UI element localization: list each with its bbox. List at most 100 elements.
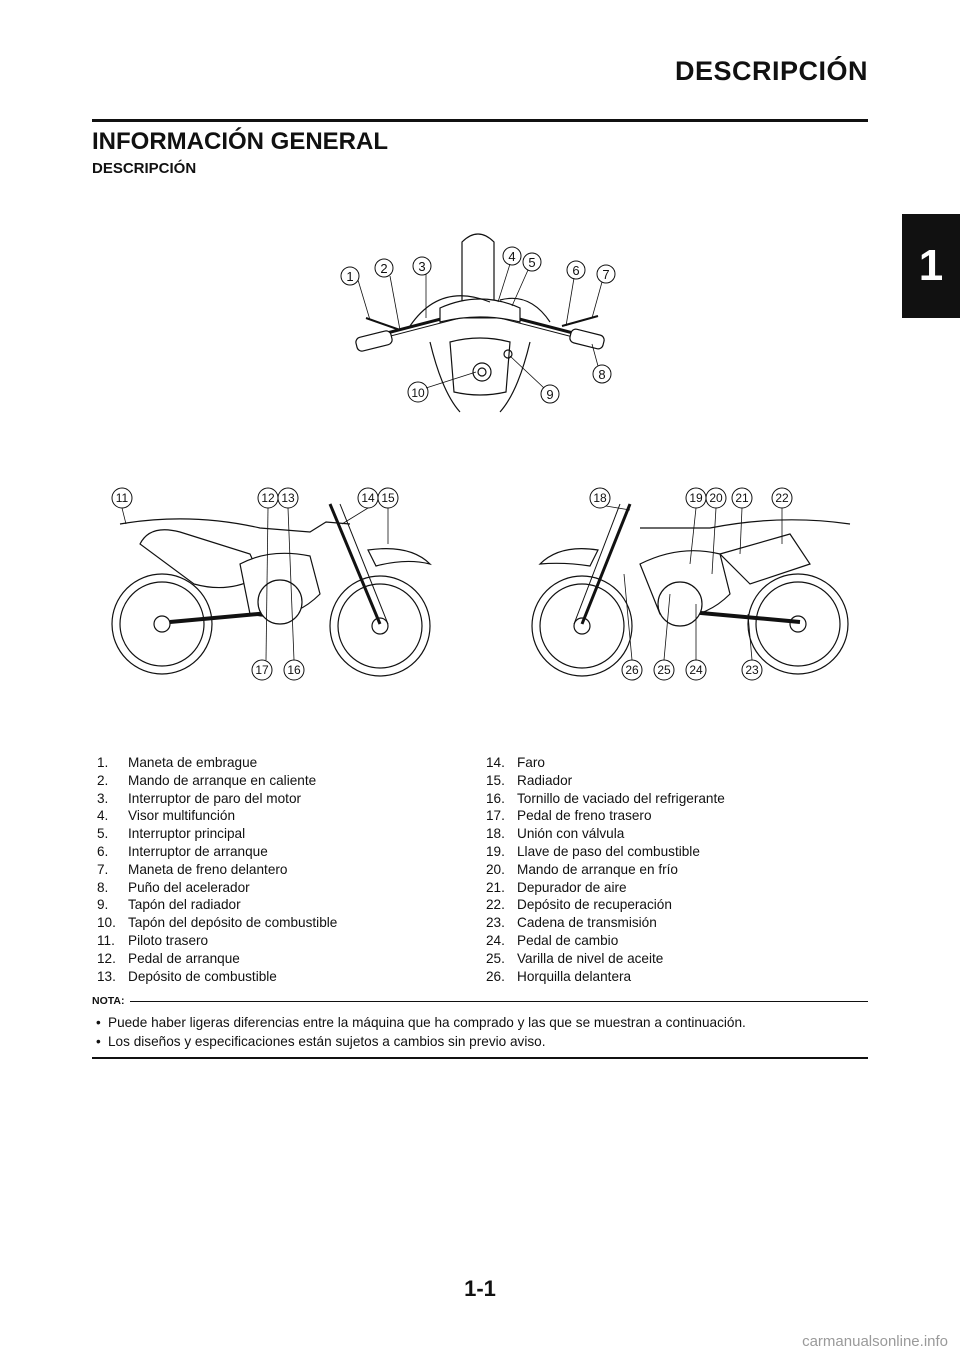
callout-16: 16 — [287, 663, 301, 677]
parts-list-label: Unión con válvula — [517, 826, 625, 842]
callout-2: 2 — [380, 261, 387, 276]
parts-list-number: 26. — [486, 968, 505, 984]
nota-bullet-item: • Puede haber ligeras diferencias entre … — [92, 1013, 868, 1032]
parts-list-label: Pedal de arranque — [128, 950, 240, 966]
nota-bottom-rule — [92, 1057, 868, 1059]
parts-list-number: 10. — [97, 915, 116, 931]
parts-list-number: 11. — [97, 932, 115, 948]
parts-list-number: 6. — [97, 843, 109, 859]
nota-bullet-text: Los diseños y especificaciones están suj… — [108, 1034, 546, 1049]
parts-list-label: Varilla de nivel de aceite — [517, 950, 664, 966]
parts-list-number: 2. — [97, 772, 109, 788]
bullet-icon: • — [96, 1034, 101, 1049]
parts-list-number: 16. — [486, 790, 505, 806]
callout-7: 7 — [602, 267, 609, 282]
parts-list-label: Tapón del radiador — [128, 897, 241, 913]
parts-list-label: Pedal de freno trasero — [517, 808, 652, 824]
parts-list-item: 12.Pedal de arranque — [97, 950, 457, 968]
parts-list-number: 17. — [486, 808, 505, 824]
callout-13: 13 — [281, 491, 295, 505]
callout-5: 5 — [528, 255, 535, 270]
callout-3: 3 — [418, 259, 425, 274]
callout-18: 18 — [593, 491, 607, 505]
parts-list-number: 1. — [97, 755, 109, 770]
parts-list-item: 1. Maneta de embrague — [97, 754, 457, 772]
callout-20: 20 — [709, 491, 723, 505]
nota-bullet-text: Puede haber ligeras diferencias entre la… — [108, 1015, 746, 1030]
parts-list-label: Interruptor principal — [128, 826, 246, 842]
parts-list-item: 19.Llave de paso del combustible — [486, 843, 866, 861]
parts-list-item: 26.Horquilla delantera — [486, 968, 866, 986]
parts-list-number: 22. — [486, 897, 505, 913]
parts-list-number: 13. — [97, 968, 116, 984]
callout-22: 22 — [775, 491, 789, 505]
page-header-title: DESCRIPCIÓN — [674, 56, 868, 86]
nota-rule — [130, 1000, 868, 1002]
callout-1: 1 — [346, 269, 353, 284]
parts-list-item: 10. Tapón del depósito de combustible — [97, 914, 457, 932]
section-title: INFORMACIÓN GENERAL — [92, 128, 388, 155]
parts-list-number: 18. — [486, 826, 505, 842]
parts-list-number: 7. — [97, 861, 109, 877]
watermark: carmanualsonline.info — [802, 1333, 948, 1350]
parts-list-number: 25. — [486, 950, 505, 966]
parts-list-label: Maneta de embrague — [128, 755, 258, 770]
callout-4: 4 — [508, 249, 515, 264]
parts-list-label: Mando de arranque en frío — [517, 861, 678, 877]
callout-14: 14 — [361, 491, 375, 505]
parts-list-label: Pedal de cambio — [517, 932, 619, 948]
parts-list-item: 18. Unión con válvula — [486, 825, 866, 843]
parts-list-number: 4. — [97, 808, 109, 824]
parts-list-left: 1. Maneta de embrague 2.Mando de arranque … — [97, 754, 457, 985]
header-rule — [92, 119, 868, 122]
callout-23: 23 — [745, 663, 759, 677]
parts-list-item: 2.Mando de arranque en caliente — [97, 772, 457, 790]
parts-list-label: Maneta de freno delantero — [128, 861, 288, 877]
parts-list-item: 14. Faro — [486, 754, 866, 772]
parts-list-label: Interruptor de arranque — [128, 843, 268, 859]
callout-8: 8 — [598, 367, 605, 382]
parts-list-label: Piloto trasero — [128, 932, 209, 948]
parts-list-number: 23. — [486, 915, 505, 931]
parts-list-number: 24. — [486, 932, 505, 948]
parts-list-label: Depósito de recuperación — [517, 897, 672, 913]
callout-25: 25 — [657, 663, 671, 677]
parts-list-item: 8.Puño del acelerador — [97, 879, 457, 897]
parts-list-item: 22. Depósito de recuperación — [486, 896, 866, 914]
parts-list-number: 20. — [486, 861, 505, 877]
callout-9: 9 — [546, 387, 553, 402]
parts-list-number: 15. — [486, 772, 505, 788]
handlebar-illustration: 1 2 3 4 5 6 7 8 9 10 — [330, 222, 630, 422]
parts-list-number: 9. — [97, 897, 109, 913]
parts-list-number: 5. — [97, 826, 109, 842]
parts-list-item: 6. Interruptor de arranque — [97, 843, 457, 861]
parts-list-label: Interruptor de paro del motor — [128, 790, 302, 806]
parts-list-number: 14. — [486, 755, 505, 770]
parts-list-item: 24. Pedal de cambio — [486, 932, 866, 950]
parts-list-item: 11. Piloto trasero — [97, 932, 457, 950]
parts-list-label: Tapón del depósito de combustible — [128, 915, 338, 931]
parts-list-number: 8. — [97, 879, 109, 895]
nota-bullet-item: • Los diseños y especificaciones están s… — [92, 1032, 868, 1051]
parts-list-item: 9. Tapón del radiador — [97, 896, 457, 914]
right-side-illustration: 18 19 20 21 22 23 24 25 26 — [520, 484, 860, 688]
callout-21: 21 — [735, 491, 749, 505]
parts-list-item: 13.Depósito de combustible — [97, 968, 457, 986]
parts-list-item: 23.Cadena de transmisión — [486, 914, 866, 932]
callout-10: 10 — [411, 386, 425, 400]
parts-list-label: Depurador de aire — [517, 879, 627, 895]
callout-12: 12 — [261, 491, 275, 505]
callout-17: 17 — [255, 663, 269, 677]
callout-26: 26 — [625, 663, 639, 677]
parts-list-label: Faro — [517, 755, 545, 770]
parts-list-item: 15. Radiador — [486, 772, 866, 790]
parts-list-label: Radiador — [517, 772, 573, 788]
parts-list-item: 17. Pedal de freno trasero — [486, 807, 866, 825]
callout-15: 15 — [381, 491, 395, 505]
chapter-tab: 1 — [902, 214, 960, 318]
bullet-icon: • — [96, 1015, 101, 1030]
left-side-illustration: 11 12 13 14 15 16 17 — [110, 484, 450, 688]
section-subtitle: DESCRIPCIÓN — [92, 160, 197, 177]
nota-block: NOTA: • Puede haber ligeras diferencias … — [92, 993, 868, 1059]
